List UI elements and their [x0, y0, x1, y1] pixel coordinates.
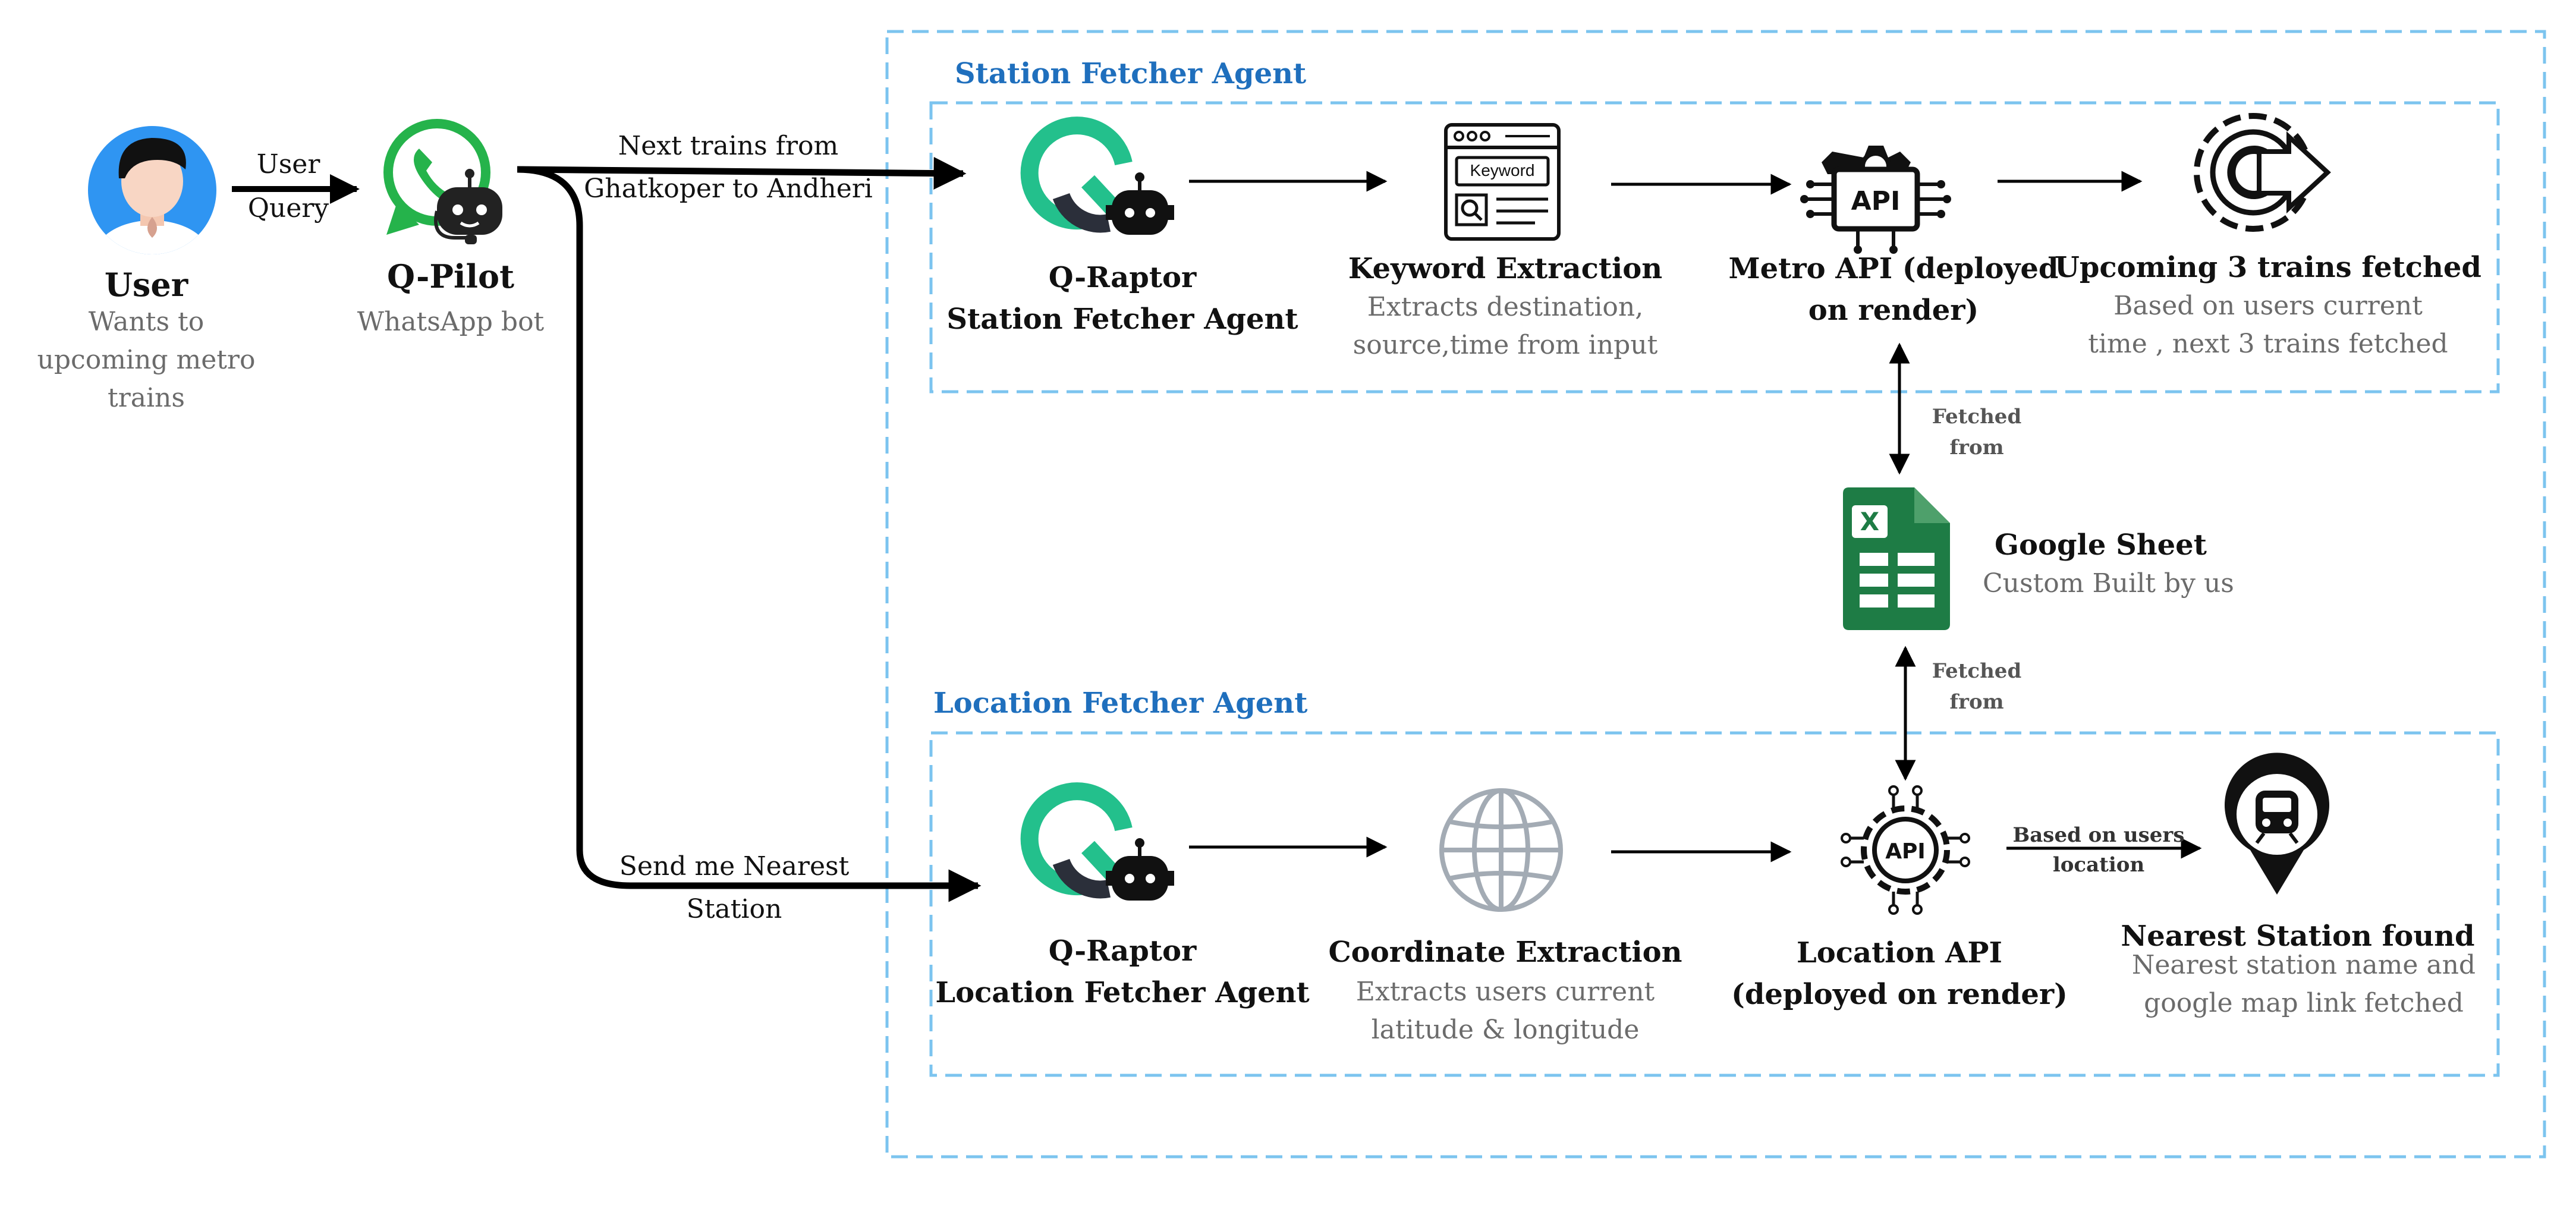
- user-query-label: User Query: [248, 143, 329, 231]
- route-top-line: Ghatkoper to Andheri: [584, 174, 873, 204]
- based-on-line: Based on users: [2012, 823, 2185, 847]
- location-api-icon-text: API: [1885, 839, 1926, 864]
- user-desc-line: Wants to: [88, 307, 205, 337]
- qraptor-station-line: Station Fetcher Agent: [946, 303, 1298, 336]
- fetched-from-top: Fetched from: [1932, 401, 2021, 463]
- nearest-desc: Nearest station name and google map link…: [2132, 946, 2476, 1022]
- qraptor-station-line: Q-Raptor: [1048, 261, 1197, 294]
- upcoming-trains-gear-icon: [2194, 113, 2331, 232]
- keyword-desc-line: Extracts destination,: [1367, 292, 1644, 322]
- metro-api-title: Metro API (deployed on render): [1729, 248, 2059, 331]
- upcoming-desc: Based on users current time , next 3 tra…: [2088, 287, 2448, 363]
- sheet-title: Google Sheet: [1995, 528, 2207, 562]
- qraptor-station-icon: [1020, 117, 1174, 235]
- nearest-title: Nearest Station found: [2121, 920, 2475, 953]
- route-top-line: Next trains from: [618, 131, 839, 161]
- metro-api-title-line: on render): [1808, 294, 1979, 327]
- station-section-title: Station Fetcher Agent: [955, 57, 1307, 90]
- keyword-desc-line: source,time from input: [1353, 330, 1658, 360]
- sheet-desc: Custom Built by us: [1983, 568, 2234, 599]
- route-bottom-line: Send me Nearest: [619, 851, 850, 882]
- metro-api-title-line: Metro API (deployed: [1728, 252, 2059, 285]
- outer-frame: [885, 30, 2546, 1159]
- route-bottom-line: Station: [686, 894, 782, 924]
- route-bottom-label: Send me Nearest Station: [619, 845, 850, 931]
- fetched-from-line: Fetched: [1932, 405, 2022, 429]
- qpilot-desc: WhatsApp bot: [357, 307, 545, 337]
- qraptor-location-line: Q-Raptor: [1048, 934, 1197, 968]
- user-desc-line: upcoming metro: [37, 345, 256, 375]
- coord-desc-line: Extracts users current: [1355, 977, 1655, 1007]
- qraptor-location-line: Location Fetcher Agent: [935, 976, 1310, 1009]
- user-query-line: Query: [247, 193, 329, 224]
- upcoming-desc-line: time , next 3 trains fetched: [2088, 329, 2448, 359]
- google-sheet-icon: X: [1843, 487, 1950, 630]
- keyword-title: Keyword Extraction: [1348, 252, 1663, 285]
- globe-icon: [1439, 788, 1563, 912]
- user-desc-line: trains: [108, 383, 185, 413]
- sheet-icon-text: X: [1860, 507, 1879, 536]
- user-query-line: User: [256, 149, 320, 180]
- keyword-document-icon: Keyword: [1444, 123, 1561, 241]
- nearest-desc-line: google map link fetched: [2144, 988, 2464, 1018]
- based-on-label: Based on users location: [2013, 820, 2185, 880]
- station-pin-icon: [2225, 753, 2329, 895]
- qpilot-title: Q-Pilot: [386, 257, 515, 295]
- user-avatar-icon: [88, 126, 216, 254]
- location-api-title-line: (deployed on render): [1731, 978, 2068, 1011]
- keyword-desc: Extracts destination, source,time from i…: [1353, 288, 1658, 364]
- qraptor-location-icon: [1020, 782, 1174, 901]
- station-agent-box: [929, 101, 2500, 394]
- fetched-from-line: from: [1949, 436, 2004, 459]
- keyword-icon-text: Keyword: [1470, 161, 1535, 180]
- arrow-qpilot-to-station: [517, 157, 967, 190]
- location-section-title: Location Fetcher Agent: [933, 687, 1308, 720]
- whatsapp-bot-icon: [383, 119, 502, 244]
- location-api-title-line: Location API: [1797, 936, 2002, 970]
- location-api-title: Location API (deployed on render): [1731, 932, 2068, 1015]
- upcoming-title: Upcoming 3 trains fetched: [2055, 251, 2481, 284]
- qraptor-location-label: Q-Raptor Location Fetcher Agent: [935, 930, 1309, 1013]
- upcoming-desc-line: Based on users current: [2113, 291, 2423, 321]
- nearest-desc-line: Nearest station name and: [2131, 950, 2476, 980]
- arrow-qpilot-to-location: [517, 166, 982, 902]
- metro-api-icon: API: [1800, 146, 1951, 254]
- coord-title: Coordinate Extraction: [1328, 936, 1682, 969]
- fetched-from-bottom: Fetched from: [1932, 656, 2021, 717]
- user-desc: Wants to upcoming metro trains: [37, 303, 256, 417]
- qraptor-station-label: Q-Raptor Station Fetcher Agent: [946, 257, 1298, 340]
- based-on-line: location: [2052, 853, 2145, 877]
- coord-desc: Extracts users current latitude & longit…: [1356, 973, 1655, 1049]
- fetched-from-line: from: [1949, 690, 2004, 714]
- user-title: User: [104, 266, 188, 304]
- coord-desc-line: latitude & longitude: [1371, 1015, 1640, 1045]
- fetched-from-line: Fetched: [1932, 659, 2022, 683]
- location-api-icon: API: [1841, 785, 1970, 915]
- metro-api-icon-text: API: [1851, 186, 1901, 216]
- location-agent-box: [929, 731, 2500, 1077]
- route-top-label: Next trains from Ghatkoper to Andheri: [584, 125, 873, 210]
